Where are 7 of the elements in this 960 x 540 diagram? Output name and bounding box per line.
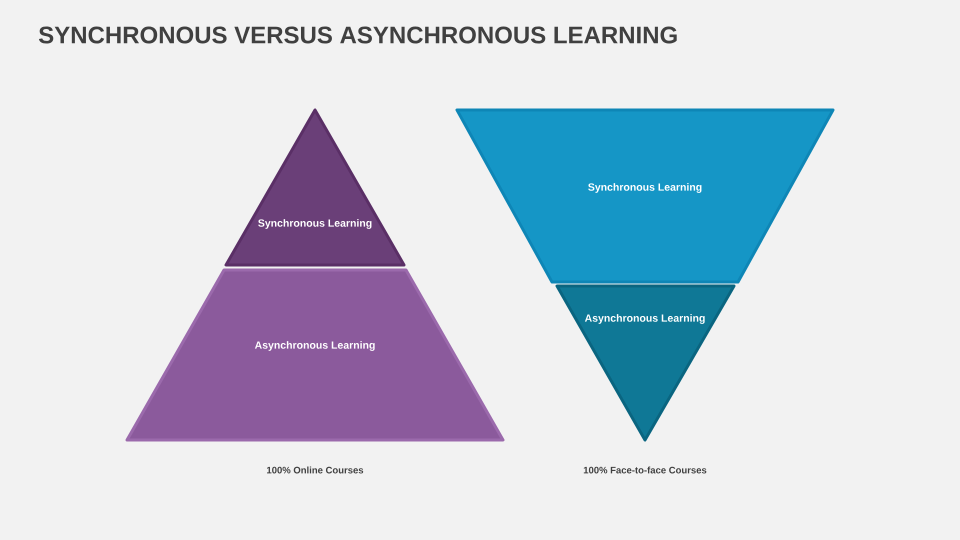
pyramid-section: Synchronous Learning — [224, 108, 406, 266]
caption: 100% Online Courses — [267, 466, 364, 474]
pyramid-section: Asynchronous Learning — [126, 268, 504, 442]
title: SYNCHRONOUS VERSUS ASYNCHRONOUS LEARNING — [38, 26, 677, 44]
funnel-section: Synchronous Learning — [456, 108, 834, 284]
funnel-section: Asynchronous Learning — [556, 284, 736, 442]
caption: 100% Face-to-face Courses — [584, 466, 706, 474]
